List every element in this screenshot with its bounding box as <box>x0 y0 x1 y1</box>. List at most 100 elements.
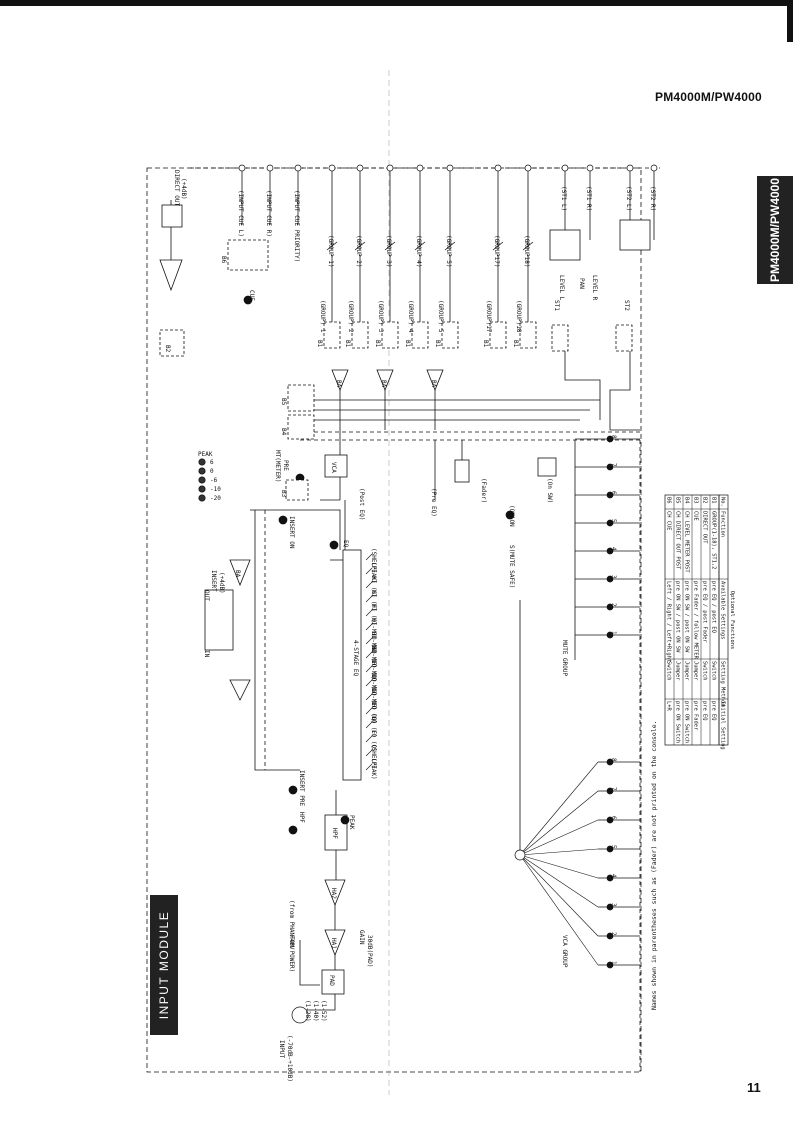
vca-group-number: 6 <box>610 816 617 820</box>
insert-loop <box>250 509 341 550</box>
table-cell: Switch <box>702 661 708 680</box>
meter-led <box>198 458 206 466</box>
table-cell: pre ON Switch <box>675 701 681 743</box>
table-cell: pre ON SW / post ON SW <box>684 581 690 653</box>
b1-label: B1 <box>512 340 519 348</box>
meter-scale-label: -20 <box>210 495 221 502</box>
eq-knob <box>365 679 373 687</box>
table-title: Optional Functions <box>729 591 735 649</box>
group-switch-arm <box>522 241 534 251</box>
b6-label: B6 <box>220 256 227 264</box>
eq-band-label: (SHELF) <box>370 548 377 573</box>
group-label: (GROUP 3) <box>385 235 392 268</box>
table-cell: B4 <box>684 497 690 504</box>
eq-block <box>342 549 362 781</box>
eq-label: EQ <box>342 540 349 548</box>
st1-b1-block <box>551 324 569 352</box>
pad30-label: 30dB(PAD) <box>366 935 373 968</box>
eq-knob <box>365 609 373 617</box>
hpf-label: HPF <box>298 812 305 823</box>
vca-group-number: 5 <box>610 845 617 849</box>
footnote-text: Names shown in parentheses such as (Fade… <box>650 720 658 1010</box>
b1-label: B1 <box>434 340 441 348</box>
insert-return <box>254 510 300 771</box>
st1-switch-box <box>549 229 581 261</box>
group-switch-arm <box>492 241 504 251</box>
peak-led <box>340 815 350 825</box>
group-label: (GROUP 2) <box>355 235 362 268</box>
eq-knob <box>365 707 373 715</box>
stereo-label: (ST1 L) <box>560 186 567 211</box>
st2-return <box>609 350 640 431</box>
cue-label: (INPUT CUE R) <box>265 190 272 237</box>
eq-knob <box>365 693 373 701</box>
table-cell: Switch <box>711 661 717 680</box>
b2-label: B2 <box>164 345 171 353</box>
module-border <box>146 167 642 1073</box>
insert-out-label: OUT <box>203 590 210 601</box>
group-switch-label: (GROUP)18 <box>515 300 522 333</box>
st2-switch-box <box>619 219 651 251</box>
mute-group-led <box>606 519 614 527</box>
table-header-cell: Available Settings <box>720 581 726 639</box>
vca-group-number: 4 <box>610 874 617 878</box>
table-header-cell: Initial Setting <box>720 701 726 750</box>
ba-label: BA <box>380 380 387 388</box>
group-switch-arm <box>444 241 456 251</box>
b1-switch-block <box>489 321 507 349</box>
vca-group-number: 3 <box>610 903 617 907</box>
eq-knob <box>365 623 373 631</box>
group-label: (GROUP 4) <box>415 235 422 268</box>
eq-knob <box>365 553 373 561</box>
ba-label: BA <box>430 380 437 388</box>
meter-led <box>198 485 206 493</box>
b3-label: B3 <box>280 490 287 498</box>
top-rule <box>0 0 793 6</box>
mute-group-led <box>606 435 614 443</box>
vca-block <box>324 454 348 478</box>
input-range-label: (1-28) <box>304 1000 311 1022</box>
insert-ba-label: BA <box>234 570 241 578</box>
eq-band-label: LO (Q) <box>370 730 377 752</box>
insert-send-amp <box>229 559 251 587</box>
vca-group-number: 7 <box>610 787 617 791</box>
insert-pre-indicator <box>288 785 298 795</box>
side-tab: PM4000M/PW4000 <box>757 176 793 284</box>
vca-group-number: 2 <box>610 932 617 936</box>
st-return <box>564 350 601 420</box>
group-output-terminal <box>386 164 394 172</box>
table-cell: CH DIRECT OUT POST <box>675 511 681 570</box>
vca-group-led <box>606 787 614 795</box>
hpf-indicator <box>288 825 298 835</box>
group-label: (GROUP18) <box>523 235 530 268</box>
table-cell: Left / Right / Left+Right <box>666 581 672 662</box>
mute-group-led <box>606 463 614 471</box>
b1-label: B1 <box>374 340 381 348</box>
group-switch-arm <box>354 241 366 251</box>
meter-scale-label: 6 <box>210 459 214 466</box>
footnote: Names shown in parentheses such as (Fade… <box>650 720 670 1080</box>
cue-output-terminal <box>294 164 302 172</box>
table-cell: CH LEVEL METER POST <box>684 511 690 573</box>
cue-output-terminal <box>238 164 246 172</box>
direct-out-connector <box>161 204 183 228</box>
insert-on-indicator <box>278 515 288 525</box>
direct-out-label: DIRECT OUT <box>173 170 180 207</box>
b1-switch-block <box>441 321 459 349</box>
b1-switch-block <box>381 321 399 349</box>
vca-fan-wire <box>519 790 599 856</box>
b2-switch-block <box>159 329 185 357</box>
group-switch-label: (GROUP) 1 <box>319 300 326 333</box>
table-frame <box>664 494 729 746</box>
cue-output-terminal <box>266 164 274 172</box>
ha2-label: HA2 <box>330 888 337 899</box>
b6-cue-switch <box>227 239 269 271</box>
table-cell: B2 <box>702 497 708 504</box>
eq-band-label: (SHELF) <box>370 744 377 769</box>
stereo-output-terminal <box>586 164 594 172</box>
eq-band-label: (PEAK) <box>370 758 377 780</box>
phantom-line <box>299 940 320 986</box>
eq-indicator <box>329 540 339 550</box>
